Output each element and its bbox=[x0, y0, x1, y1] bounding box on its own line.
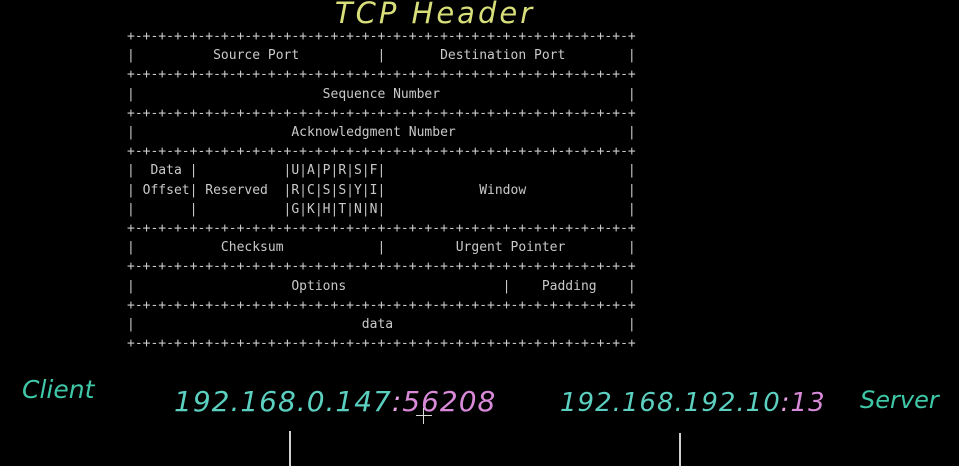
diagram-field-row: | | |G|K|H|T|N|N| | bbox=[127, 201, 636, 217]
diagram-field-row: | Offset| Reserved |R|C|S|S|Y|I| Window … bbox=[127, 182, 636, 198]
diagram-field-row: | Sequence Number | bbox=[127, 86, 636, 102]
diagram-border-line: +-+-+-+-+-+-+-+-+-+-+-+-+-+-+-+-+-+-+-+-… bbox=[127, 297, 636, 313]
client-ip: 192.168.0.147 bbox=[174, 385, 392, 418]
diagram-border-line: +-+-+-+-+-+-+-+-+-+-+-+-+-+-+-+-+-+-+-+-… bbox=[127, 105, 636, 121]
server-label: Server bbox=[860, 386, 939, 414]
diagram-border-line: +-+-+-+-+-+-+-+-+-+-+-+-+-+-+-+-+-+-+-+-… bbox=[127, 336, 636, 352]
server-connector-line bbox=[679, 433, 681, 466]
server-ip: 192.168.192.10 bbox=[560, 388, 781, 418]
diagram-field-row: | Data | |U|A|P|R|S|F| | bbox=[127, 163, 636, 179]
client-separator: : bbox=[391, 385, 403, 418]
client-connector-line bbox=[289, 431, 291, 466]
diagram-field-row: | Source Port | Destination Port | bbox=[127, 48, 636, 64]
crosshair-cursor-icon bbox=[416, 408, 432, 424]
client-port: 56208 bbox=[402, 385, 497, 418]
diagram-field-row: | Options | Padding | bbox=[127, 278, 636, 294]
diagram-field-row: | Checksum | Urgent Pointer | bbox=[127, 240, 636, 256]
diagram-border-line: +-+-+-+-+-+-+-+-+-+-+-+-+-+-+-+-+-+-+-+-… bbox=[127, 29, 636, 44]
server-port: 13 bbox=[790, 388, 826, 418]
diagram-border-line: +-+-+-+-+-+-+-+-+-+-+-+-+-+-+-+-+-+-+-+-… bbox=[127, 259, 636, 275]
tcp-header-diagram: +-+-+-+-+-+-+-+-+-+-+-+-+-+-+-+-+-+-+-+-… bbox=[127, 27, 636, 353]
diagram-field-row: | Acknowledgment Number | bbox=[127, 125, 636, 141]
diagram-field-row: | data | bbox=[127, 317, 636, 333]
diagram-title: TCP Header bbox=[334, 0, 536, 30]
client-address: 192.168.0.147:56208 bbox=[174, 385, 496, 418]
diagram-border-line: +-+-+-+-+-+-+-+-+-+-+-+-+-+-+-+-+-+-+-+-… bbox=[127, 67, 636, 83]
diagram-border-line: +-+-+-+-+-+-+-+-+-+-+-+-+-+-+-+-+-+-+-+-… bbox=[127, 221, 636, 237]
server-separator: : bbox=[780, 388, 791, 418]
client-label: Client bbox=[22, 375, 95, 404]
diagram-border-line: +-+-+-+-+-+-+-+-+-+-+-+-+-+-+-+-+-+-+-+-… bbox=[127, 144, 636, 160]
server-address: 192.168.192.10:13 bbox=[560, 388, 826, 418]
